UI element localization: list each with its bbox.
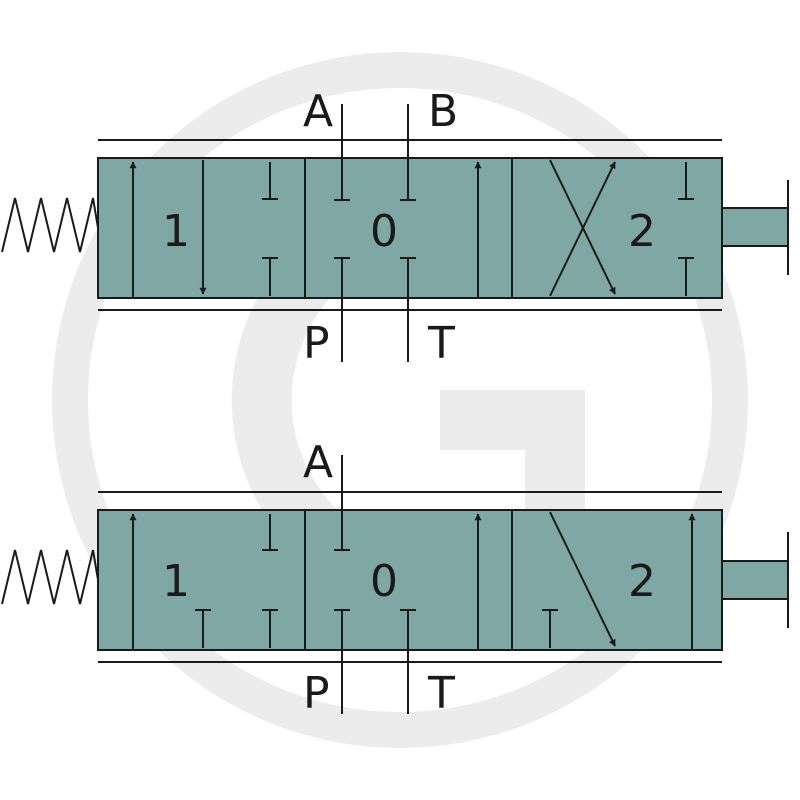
bottom-plunger-icon [721,560,789,600]
top-position-label-2: 2 [628,206,656,257]
top-port-label-p: P [303,318,330,369]
top-pos2-cross-up [549,161,616,297]
bottom-port-label-t: T [427,668,455,719]
bottom-position-label-2: 2 [628,556,656,607]
bottom-pos2-arrow-down [549,511,616,647]
bottom-position-label-0: 0 [370,556,398,607]
top-port-label-b: B [428,86,458,137]
top-spring-icon [1,197,99,253]
bottom-spring-icon [1,549,99,605]
valve-bottom [1,455,789,714]
bottom-position-label-1: 1 [162,556,190,607]
top-port-label-a: A [303,86,333,137]
top-plunger-icon [721,207,789,247]
bottom-port-label-p: P [303,668,330,719]
top-position-label-1: 1 [162,206,190,257]
bottom-port-label-a: A [303,437,333,488]
top-port-label-t: T [427,318,455,369]
valve-top [1,104,789,362]
top-position-label-0: 0 [370,206,398,257]
